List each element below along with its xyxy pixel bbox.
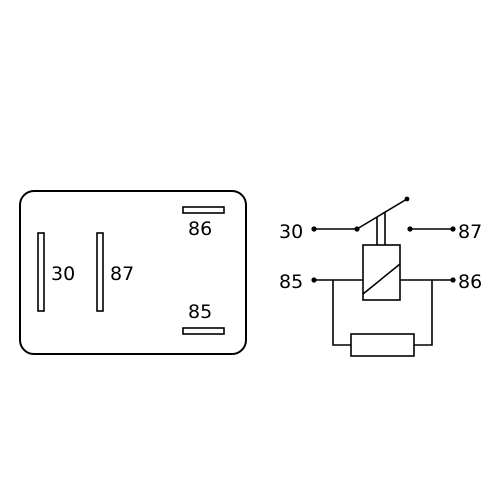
- switch-contact-87: [407, 226, 456, 232]
- relay-coil: [362, 244, 401, 301]
- terminal-30-label: 30: [279, 221, 303, 243]
- terminal-85-label: 85: [279, 271, 303, 293]
- terminal-86-wire: [400, 277, 456, 346]
- switch-arm: [356, 196, 410, 230]
- pin-86-label: 86: [188, 218, 212, 240]
- relay-body-outline: [19, 190, 247, 355]
- relay-footprint: 30 87 86 85: [19, 190, 247, 355]
- pin-87-slot: [96, 232, 104, 312]
- pin-85-slot: [182, 327, 225, 335]
- terminal-86-label: 86: [458, 271, 482, 293]
- terminal-87-label: 87: [458, 221, 482, 243]
- pin-87-label: 87: [110, 263, 134, 285]
- relay-schematic: 30 87 85 86: [279, 196, 482, 357]
- switch-contact-30: [311, 226, 360, 232]
- pin-30-label: 30: [51, 263, 75, 285]
- pin-30-slot: [37, 232, 45, 312]
- suppression-resistor: [350, 333, 415, 357]
- terminal-85-wire: [311, 277, 363, 346]
- actuator-linkage: [376, 212, 386, 245]
- pin-85-label: 85: [188, 301, 212, 323]
- pin-86-slot: [182, 206, 225, 214]
